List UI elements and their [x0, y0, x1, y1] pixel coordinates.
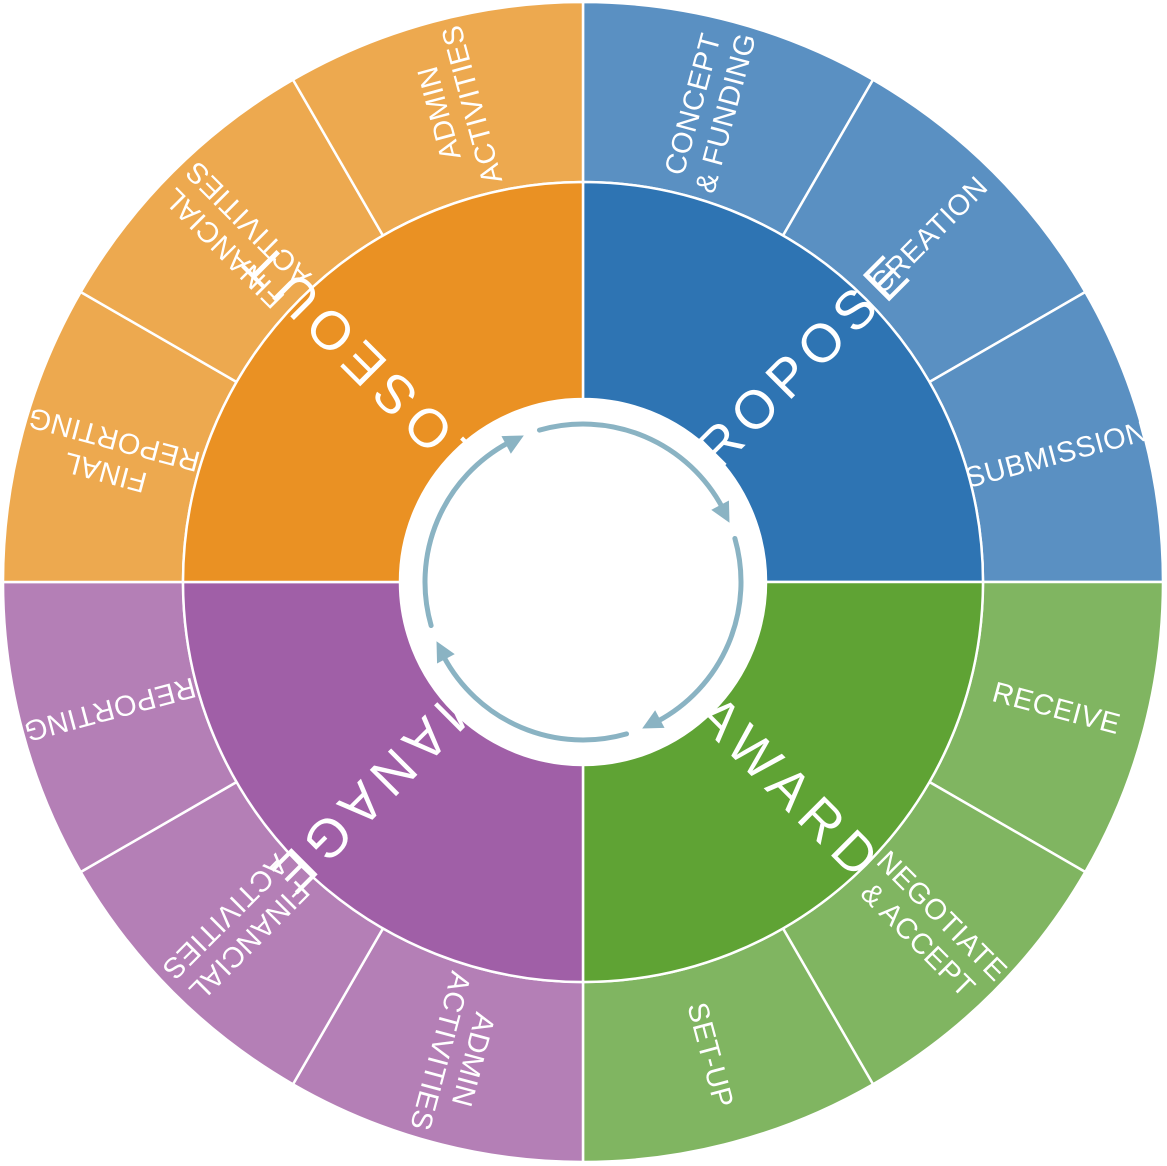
cycle-arrow-arc-1 — [536, 421, 726, 511]
cycle-arrows — [422, 421, 744, 743]
cycle-arrow-arc-4 — [422, 439, 512, 629]
center-hub — [400, 399, 766, 765]
cycle-arrow-head-1 — [711, 500, 730, 523]
cycle-arrow-head-4 — [501, 435, 524, 454]
cycle-arrow-arc-2 — [654, 535, 744, 725]
cycle-arrow-arc-3 — [440, 653, 630, 743]
cycle-arrow-head-2 — [642, 710, 665, 729]
cycle-arrow-head-3 — [436, 641, 455, 664]
